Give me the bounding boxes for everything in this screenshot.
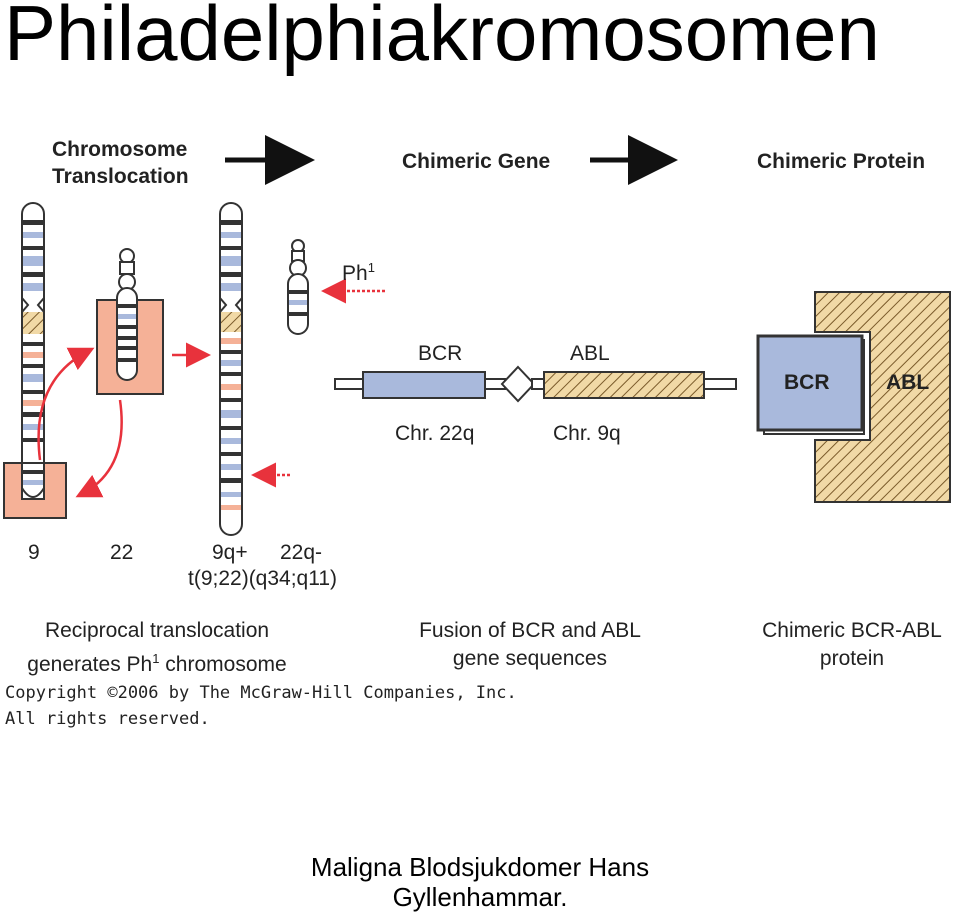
translocation-label: t(9;22)(q34;q11)	[188, 567, 338, 590]
header-chromosome-translocation: Chromosome Translocation	[52, 136, 189, 190]
chromosome-9q-plus	[219, 202, 243, 536]
footer-line-1: Maligna Blodsjukdomer Hans	[310, 852, 650, 882]
header-chimeric-protein: Chimeric Protein	[757, 150, 926, 173]
caption-1-line-1: Reciprocal translocation	[44, 619, 270, 642]
ph1-text: Ph	[342, 262, 368, 285]
caption-3-line-1: Chimeric BCR-ABL	[762, 619, 942, 642]
chr22q-label: Chr. 22q	[395, 422, 475, 445]
red-curve-arrow-up	[37, 347, 95, 461]
chimeric-protein	[756, 291, 951, 503]
caption-2-line-1: Fusion of BCR and ABL	[419, 619, 641, 642]
chrom-9-label: 9	[28, 541, 40, 564]
caption-2-line-2: gene sequences	[452, 647, 608, 670]
caption-3-line-2: protein	[819, 647, 885, 670]
caption-1-part-b: chromosome	[159, 653, 287, 676]
caption-fusion: Fusion of BCR and ABL gene sequences	[390, 617, 670, 673]
chrom-9q-label: 9q+	[212, 541, 248, 564]
philadelphia-chromosome	[287, 239, 309, 335]
copyright-line-1: Copyright ©2006 by The McGraw-Hill Compa…	[5, 683, 517, 703]
chromosome-9	[3, 202, 67, 519]
abl-gene-label: ABL	[570, 342, 610, 365]
caption-1-sup: 1	[152, 651, 160, 666]
chrom-22-label: 22	[110, 541, 134, 564]
header-line-1: Chromosome	[52, 138, 188, 161]
footer-credit: Maligna Blodsjukdomer Hans Gyllenhammar.	[300, 852, 660, 912]
ph1-label: Ph1	[342, 260, 375, 286]
bcr-gene-label: BCR	[418, 342, 463, 365]
chimeric-gene	[334, 365, 737, 403]
caption-1-part-a: generates Ph	[27, 653, 153, 676]
slide-title: Philadelphiakromosomen	[4, 0, 880, 77]
caption-translocation: Reciprocal translocation generates Ph1 c…	[2, 617, 312, 679]
chromosome-22	[96, 248, 164, 395]
header-line-2: Translocation	[52, 165, 189, 188]
copyright-line-2: All rights reserved.	[5, 709, 210, 729]
red-curve-arrow-down	[75, 399, 123, 498]
footer-line-2: Gyllenhammar.	[392, 882, 568, 912]
caption-1-line-2: generates Ph1 chromosome	[2, 645, 312, 679]
bcr-protein-label: BCR	[784, 371, 830, 394]
caption-protein: Chimeric BCR-ABL protein	[744, 617, 960, 673]
chrom-22q-label: 22q-	[280, 541, 323, 564]
copyright-notice: Copyright ©2006 by The McGraw-Hill Compa…	[5, 680, 517, 732]
chr9q-label: Chr. 9q	[553, 422, 621, 445]
header-chimeric-gene: Chimeric Gene	[402, 150, 551, 173]
abl-protein-label: ABL	[886, 371, 930, 394]
ph1-sup: 1	[367, 260, 375, 275]
